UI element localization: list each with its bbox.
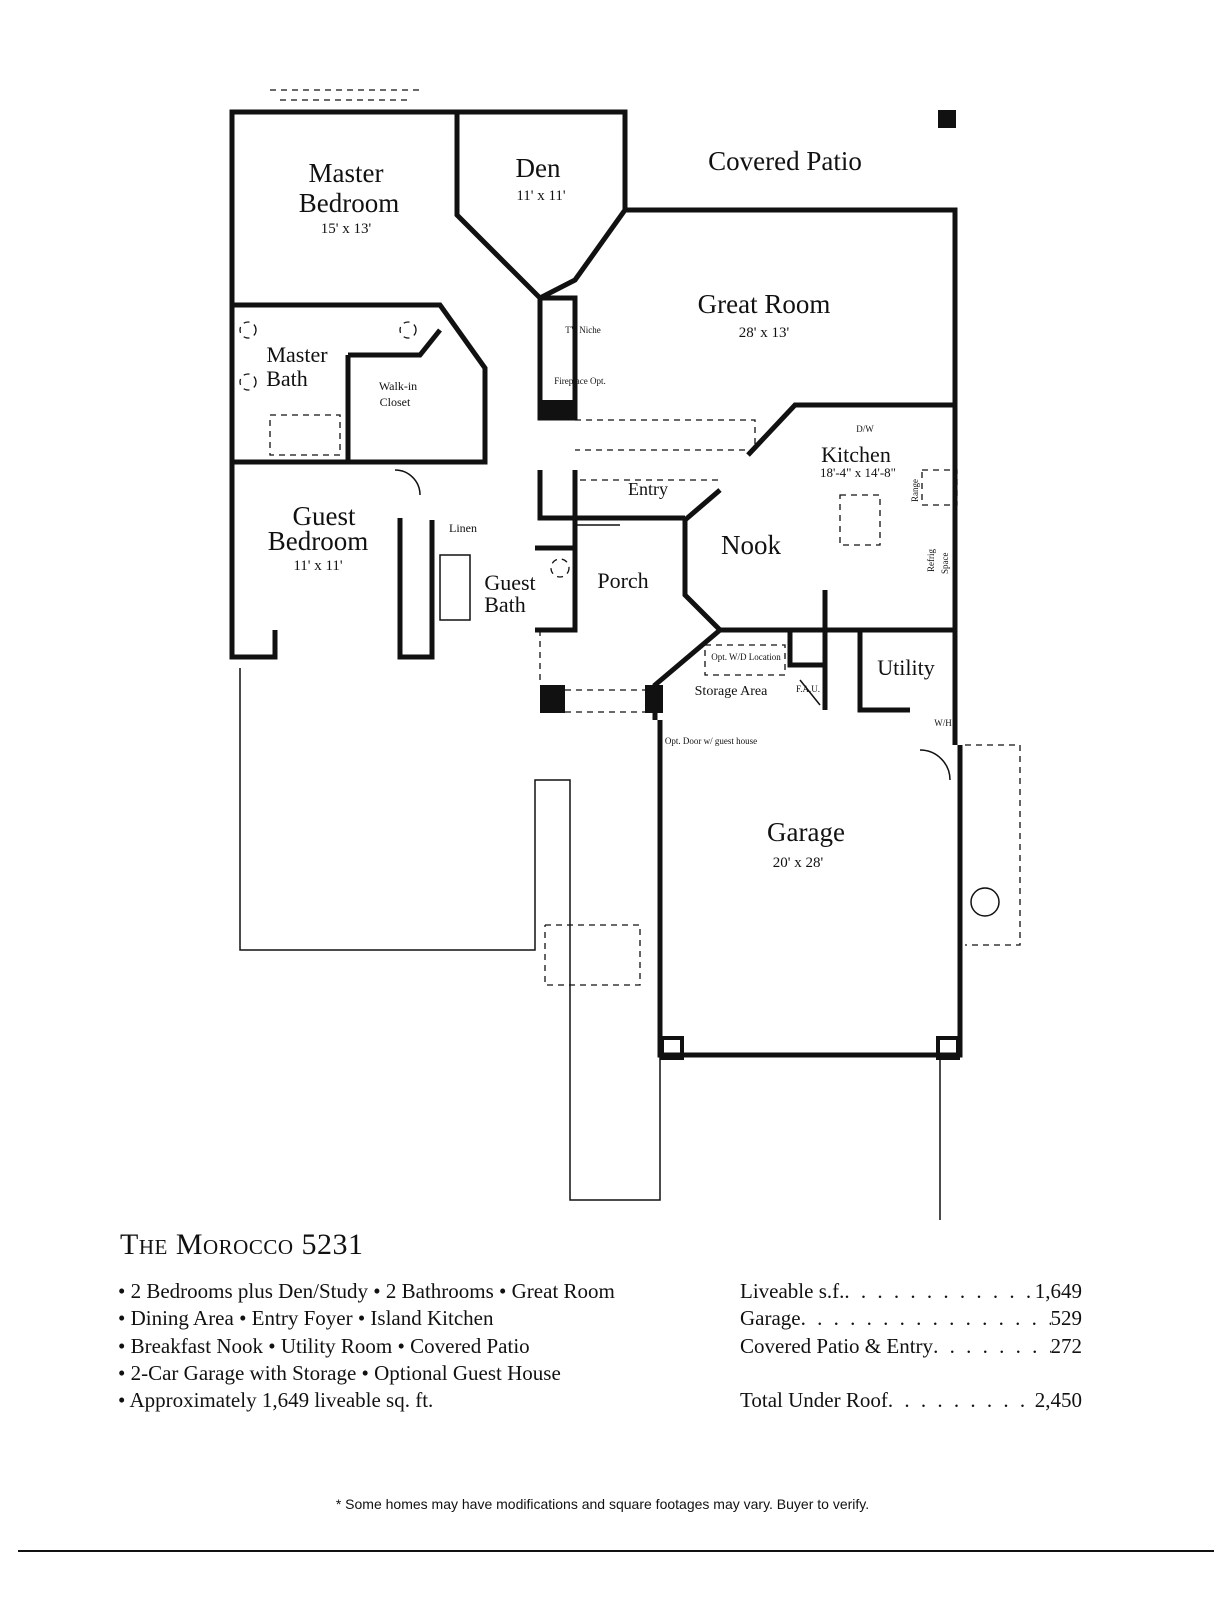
feature-item: • 2 Bedrooms plus Den/Study • 2 Bathroom… <box>118 1279 615 1303</box>
sf-row-garage: Garage 529 <box>740 1305 1082 1332</box>
size-kitchen: 18'-4" x 14'-8" <box>820 465 896 480</box>
sf-value: 1,649 <box>1034 1279 1082 1303</box>
sf-label: Garage <box>740 1306 801 1331</box>
label-garage: Garage <box>767 817 845 847</box>
label-entry: Entry <box>628 479 668 499</box>
leader-dots <box>844 1278 1034 1305</box>
size-garage: 20' x 28' <box>773 855 824 871</box>
sf-row-liveable: Liveable s.f. 1,649 <box>740 1278 1082 1305</box>
note-refrig: Refrig <box>926 549 936 572</box>
feature-item: • 2-Car Garage with Storage • Optional G… <box>118 1360 561 1385</box>
sf-row-patio: Covered Patio & Entry 272 <box>740 1333 1082 1360</box>
label-storage-area: Storage Area <box>695 684 768 699</box>
label-porch: Porch <box>597 568 648 593</box>
note-fau: F.A.U. <box>796 684 820 694</box>
sf-label: Covered Patio & Entry <box>740 1333 934 1358</box>
site-lines <box>239 89 1021 1220</box>
sf-value: 529 <box>1050 1306 1083 1331</box>
label-master-bath-2: Bath <box>266 366 308 391</box>
floor-plan: Master Bedroom 15' x 13' Den 11' x 11' C… <box>229 89 1021 1220</box>
note-space: Space <box>940 553 950 575</box>
sf-label: Total Under Roof <box>740 1387 888 1412</box>
label-linen: Linen <box>449 521 477 535</box>
note-wh: W/H <box>934 718 952 728</box>
leader-dots <box>801 1305 1051 1332</box>
label-master-bath: Master <box>266 342 328 367</box>
label-guest-bedroom: Guest <box>293 501 356 531</box>
leader-dots <box>888 1387 1035 1414</box>
label-kitchen: Kitchen <box>821 442 891 467</box>
square-footage-table: Liveable s.f. 1,649 Garage 529 Covered Pat… <box>740 1278 1082 1414</box>
note-dw: D/W <box>856 424 874 434</box>
label-guest-bath-2: Bath <box>484 592 526 617</box>
label-great-room: Great Room <box>698 289 831 319</box>
sf-label: Liveable s.f. <box>740 1279 845 1303</box>
sf-value: 2,450 <box>1034 1387 1082 1412</box>
plan-title: The Morocco 5231 <box>120 1228 364 1261</box>
label-guest-bath: Guest <box>484 570 535 595</box>
label-guest-bedroom-2: Bedroom <box>268 526 369 556</box>
note-range: Range <box>910 479 920 502</box>
walls <box>229 109 963 1060</box>
label-nook: Nook <box>721 530 781 560</box>
room-labels: Master Bedroom 15' x 13' Den 11' x 11' C… <box>266 146 952 871</box>
feature-item: • Breakfast Nook • Utility Room • Covere… <box>118 1333 530 1358</box>
feature-item: • Dining Area • Entry Foyer • Island Kit… <box>118 1306 494 1331</box>
size-guest-bedroom: 11' x 11' <box>293 558 343 574</box>
label-walk-in-closet-2: Closet <box>380 395 411 409</box>
note-opt-wd: Opt. W/D Location <box>711 652 781 662</box>
note-fireplace: Fireplace Opt. <box>554 376 605 386</box>
bottom-rule <box>18 1550 1214 1552</box>
label-den: Den <box>516 153 561 183</box>
feature-item: • Approximately 1,649 liveable sq. ft. <box>118 1388 434 1413</box>
size-master-bedroom: 15' x 13' <box>321 221 372 237</box>
note-opt-door: Opt. Door w/ guest house <box>665 736 757 746</box>
sf-row-total: Total Under Roof 2,450 <box>740 1387 1082 1414</box>
label-utility: Utility <box>877 655 934 680</box>
label-master-bedroom: Master <box>309 158 384 188</box>
note-tv-niche: TV Niche <box>565 325 601 335</box>
sf-value: 272 <box>1050 1333 1083 1358</box>
leader-dots <box>933 1333 1050 1360</box>
disclaimer: * Some homes may have modifications and … <box>335 1496 870 1512</box>
features-list: • 2 Bedrooms plus Den/Study • 2 Bathroom… <box>118 1278 615 1414</box>
label-master-bedroom-2: Bedroom <box>299 188 400 218</box>
label-covered-patio: Covered Patio <box>708 146 862 176</box>
size-den: 11' x 11' <box>516 188 566 204</box>
size-great-room: 28' x 13' <box>739 325 790 341</box>
label-walk-in-closet: Walk-in <box>379 379 417 393</box>
